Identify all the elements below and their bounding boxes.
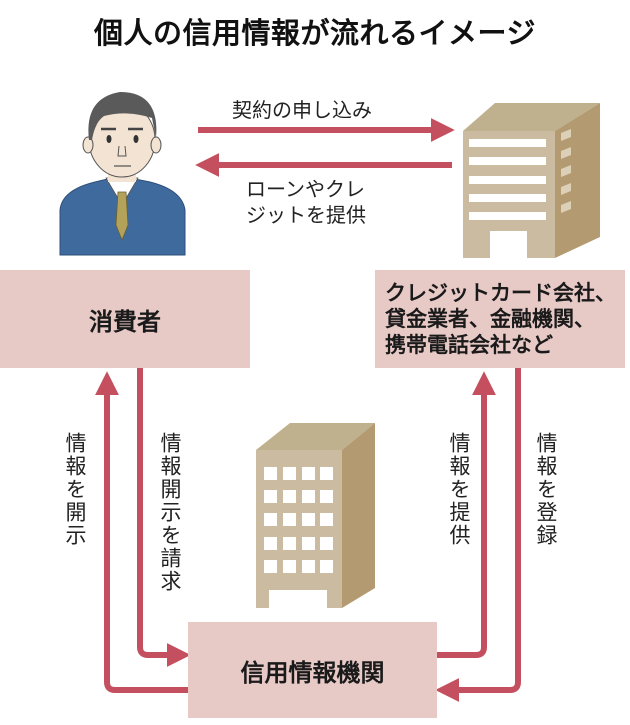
company-label-line-1: クレジットカード会社、 <box>385 281 616 305</box>
person-icon <box>59 92 186 256</box>
provide-credit-line-2: ジットを提供 <box>246 203 366 227</box>
disclose-label: 情報を開示 <box>63 432 87 547</box>
bureau-box: 信用情報機関 <box>188 622 437 718</box>
provide-info-label: 情報を提供 <box>447 432 471 547</box>
bureau-label: 信用情報機関 <box>240 658 385 687</box>
arrow-register-info <box>435 368 521 702</box>
consumer-label: 消費者 <box>89 307 161 336</box>
provide-credit-line-1: ローンやクレ <box>246 177 365 201</box>
arrow-provide-info <box>437 371 496 658</box>
arrow-request-disclosure <box>137 368 191 667</box>
company-label-line-2: 貸金業者、金融機関、 <box>385 307 595 331</box>
request-disclosure-label: 情報開示を請求 <box>158 432 182 593</box>
company-label-line-3: 携帯電話会社など <box>385 333 553 357</box>
consumer-box: 消費者 <box>0 270 250 368</box>
register-info-label: 情報を登録 <box>534 432 558 547</box>
office-building-icon <box>463 103 600 258</box>
diagram-title: 個人の信用情報が流れるイメージ <box>94 16 536 50</box>
arrow-disclose <box>95 371 188 693</box>
company-box: クレジットカード会社、 貸金業者、金融機関、 携帯電話会社など <box>375 270 625 368</box>
provide-credit-label: ローンやクレ ジットを提供 <box>246 176 366 228</box>
tower-building-icon <box>256 423 375 608</box>
apply-label: 契約の申し込み <box>232 98 372 122</box>
